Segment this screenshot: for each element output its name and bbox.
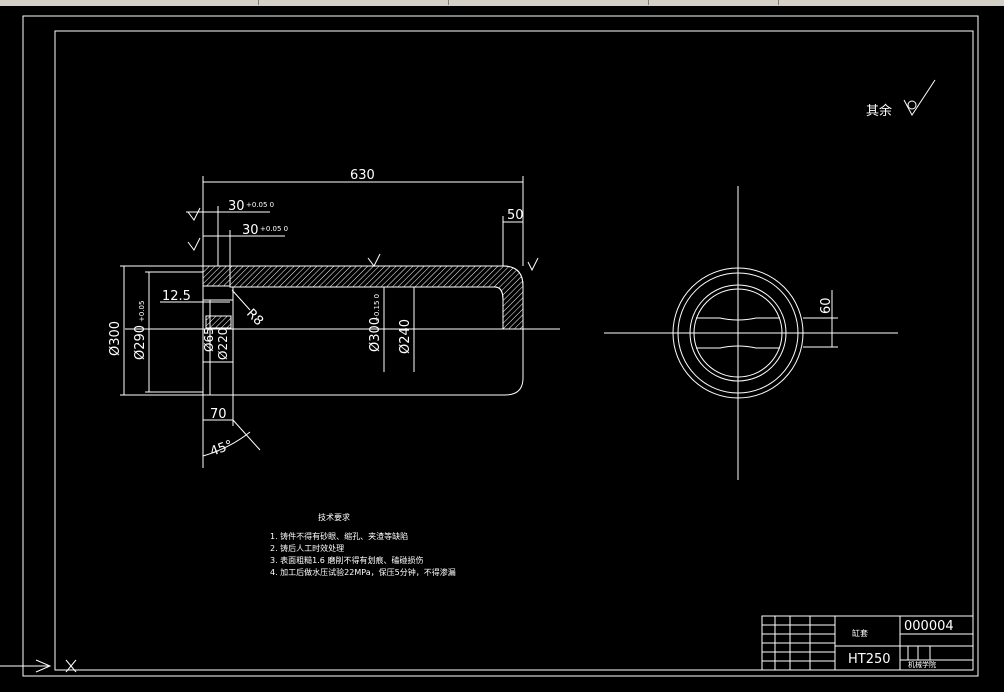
dim-dia-bore-tol: +0.15 0 (373, 294, 381, 322)
title-company: 机械学院 (908, 660, 936, 669)
dim-step1-tol: +0.05 0 (246, 201, 274, 209)
toolbar-segment[interactable] (258, 0, 449, 5)
tech-req-item: 3. 表面粗糙1.6 磨削不得有划痕、磕碰损伤 (270, 555, 423, 565)
roughness-symbol (903, 79, 936, 116)
dim-radius: R8 (243, 306, 266, 329)
dim-step2: 30 (242, 223, 259, 238)
dim-offset: 12.5 (162, 289, 191, 304)
dim-dia-bore: Ø300 (368, 317, 383, 352)
title-drawing-no: 000004 (904, 619, 954, 634)
toolbar-segment[interactable] (448, 0, 649, 5)
dim-overall-length: 630 (350, 168, 375, 183)
ucs-icon (0, 659, 77, 673)
toolbar-segment[interactable] (0, 0, 259, 5)
tech-req-item: 4. 加工后做水压试验22MPa，保压5分钟，不得渗漏 (270, 567, 456, 577)
toolbar-segment[interactable] (648, 0, 779, 5)
title-part-name: 缸套 (852, 628, 868, 638)
tech-req-item: 1. 铸件不得有砂眼、缩孔、夹渣等缺陷 (270, 531, 408, 541)
dim-side: 60 (819, 297, 834, 314)
dim-step1: 30 (228, 199, 245, 214)
dim-dia-small1: Ø65 (202, 327, 216, 352)
title-block (761, 615, 974, 671)
dim-dia-flange: Ø290 (133, 325, 148, 360)
end-view (672, 267, 804, 399)
dim-dia-outer: Ø300 (108, 321, 123, 356)
dim-right-end: 50 (507, 208, 524, 223)
tech-req-item: 2. 铸后人工时效处理 (270, 543, 344, 553)
dim-left-len: 70 (210, 407, 227, 422)
dim-chamfer: 45° (208, 438, 235, 460)
roughness-note: 其余 (866, 103, 892, 119)
dim-dia-flange-tol: +0.05 (138, 301, 146, 322)
tech-req-title: 技术要求 (318, 512, 350, 522)
dim-dia-small2: Ø220 (216, 328, 230, 360)
dim-step2-tol: +0.05 0 (260, 225, 288, 233)
title-material: HT250 (848, 652, 891, 667)
sheet-outer-border (22, 15, 979, 677)
section-hatching (202, 265, 524, 330)
dim-dia-inner: Ø240 (398, 319, 413, 354)
dimension-lines (120, 176, 838, 468)
sheet-inner-border (54, 30, 974, 671)
window-toolbar-strip (0, 0, 1004, 6)
